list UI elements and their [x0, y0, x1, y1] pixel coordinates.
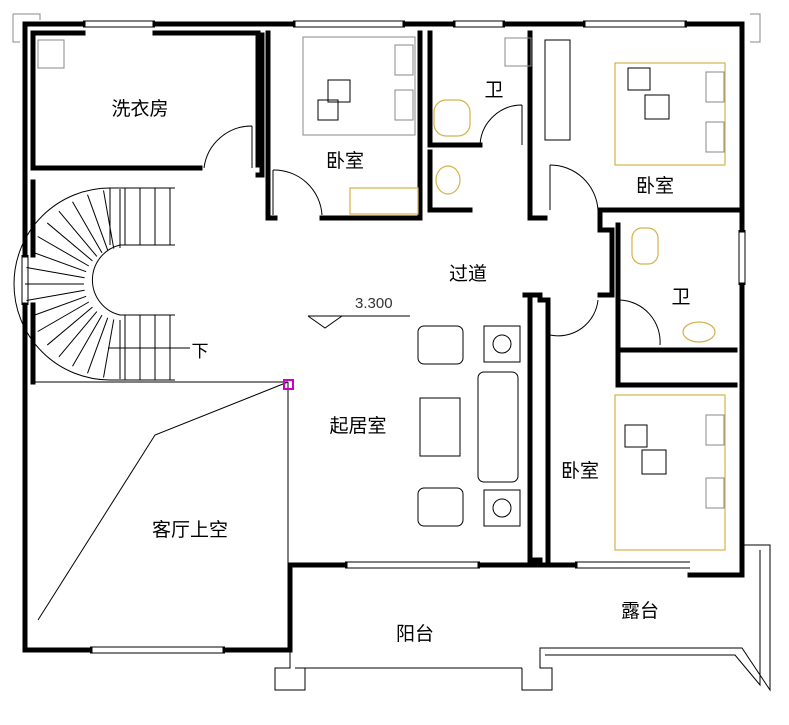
label-corridor: 过道 — [449, 263, 487, 285]
stair-tread — [30, 251, 87, 273]
label-bedroom-top-right: 卧室 — [636, 175, 674, 197]
label-bath-top: 卫 — [484, 79, 503, 101]
elevation-value: 3.300 — [355, 295, 393, 312]
stair-tread — [37, 236, 90, 267]
doors — [203, 104, 661, 346]
stair-tread — [103, 190, 115, 249]
label-laundry: 洗衣房 — [111, 98, 168, 120]
stair-direction-label: 下 — [192, 342, 209, 362]
stair-tread — [46, 306, 93, 346]
stair-tread — [26, 267, 85, 279]
selection-marker[interactable] — [283, 379, 294, 390]
elevation-marker — [307, 315, 410, 329]
stair-tread — [26, 289, 85, 301]
stair-tread — [87, 317, 109, 374]
void-outline — [35, 379, 294, 621]
stair-tread — [37, 301, 90, 332]
label-bath-right: 卫 — [671, 286, 690, 308]
label-balcony: 阳台 — [396, 623, 434, 645]
stair-tread — [72, 201, 103, 254]
stair-tread — [87, 194, 109, 251]
spiral-stair[interactable] — [13, 187, 190, 381]
stair-tread — [30, 295, 87, 317]
label-bedroom-top-middle: 卧室 — [326, 150, 364, 172]
interior-walls — [30, 30, 745, 563]
stair-tread — [46, 222, 93, 262]
exterior-walls — [22, 21, 745, 653]
label-bedroom-right: 卧室 — [561, 460, 599, 482]
windows — [12, 13, 761, 654]
stair-tread — [58, 311, 98, 358]
room-labels: 洗衣房 卧室 卫 卧室 过道 3.300 卫 下 起居室 卧室 客厅上空 阳台 … — [111, 79, 690, 645]
stair-tread — [58, 210, 98, 257]
furniture — [37, 36, 726, 551]
label-terrace: 露台 — [621, 600, 659, 622]
stair-tread — [72, 314, 103, 367]
balcony-outline — [274, 544, 771, 692]
label-void: 客厅上空 — [152, 519, 228, 541]
stair-tread — [103, 319, 115, 378]
label-living: 起居室 — [329, 415, 386, 437]
